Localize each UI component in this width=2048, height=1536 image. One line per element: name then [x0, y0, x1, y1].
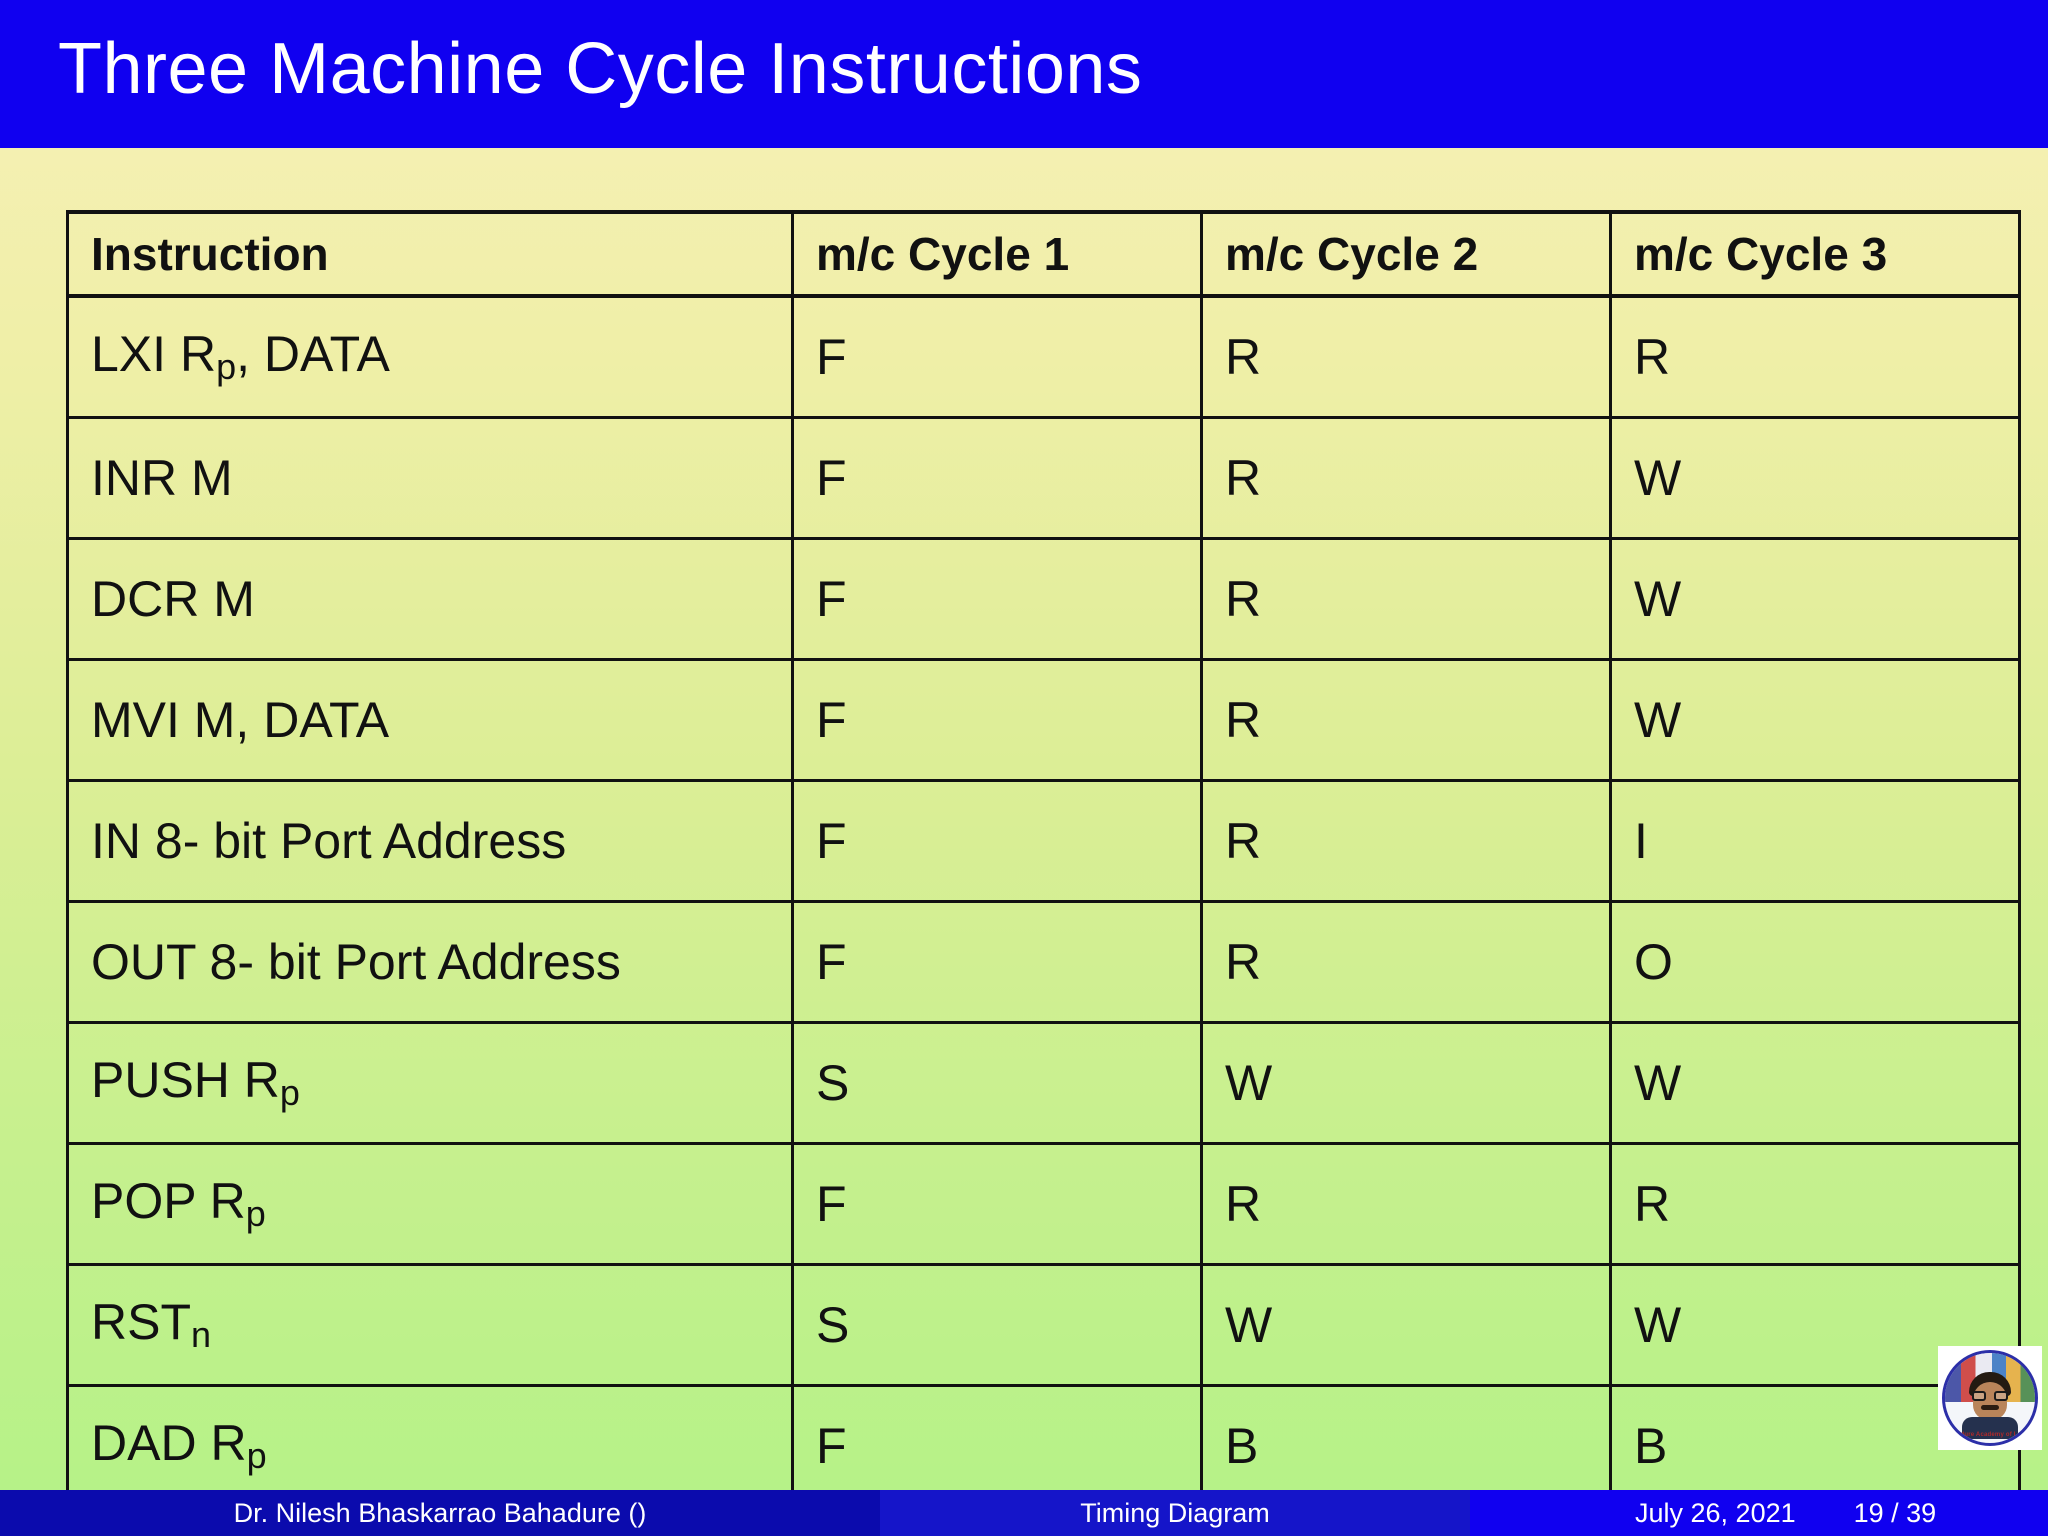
portrait-icon: [1962, 1372, 2018, 1440]
instruction-subscript: p: [245, 1192, 266, 1234]
cell-cycle-2: R: [1200, 659, 1612, 782]
cell-cycle-2: R: [1200, 1143, 1612, 1266]
cell-instruction: OUT 8- bit Port Address: [66, 901, 794, 1024]
instruction-base: PUSH R: [91, 1052, 280, 1109]
slide-title-bar: Three Machine Cycle Instructions: [0, 0, 2048, 148]
cell-cycle-3: W: [1609, 1022, 2021, 1145]
instructions-table-wrapper: Instruction m/c Cycle 1 m/c Cycle 2 m/c …: [66, 210, 2021, 1508]
instruction-subscript: p: [246, 1434, 267, 1476]
cell-cycle-1: F: [791, 780, 1203, 903]
cell-cycle-1: F: [791, 294, 1203, 419]
footer-page-number: 19 / 39: [1853, 1497, 1937, 1528]
cell-instruction: MVI M, DATA: [66, 659, 794, 782]
instruction-base: LXI R: [91, 326, 217, 383]
glasses-icon: [1972, 1391, 2008, 1402]
cell-instruction: INR M: [66, 417, 794, 540]
cell-cycle-1: F: [791, 1385, 1203, 1508]
column-header-cycle-2: m/c Cycle 2: [1200, 210, 1612, 298]
cell-cycle-1: S: [791, 1022, 1203, 1145]
three-machine-cycle-instructions-table: Instruction m/c Cycle 1 m/c Cycle 2 m/c …: [66, 210, 2021, 1508]
slide-footer: Dr. Nilesh Bhaskarrao Bahadure () Timing…: [0, 1490, 2048, 1536]
portrait-face: [1973, 1382, 2007, 1421]
instruction-base: DAD R: [91, 1415, 247, 1472]
instruction-tail: , DATA: [236, 326, 390, 383]
cell-cycle-2: R: [1200, 417, 1612, 540]
cell-cycle-1: F: [791, 901, 1203, 1024]
instruction-base: POP R: [91, 1173, 246, 1230]
cell-instruction: RSTn: [66, 1264, 794, 1387]
cell-cycle-2: W: [1200, 1264, 1612, 1387]
portrait-shirt: [1962, 1417, 2018, 1440]
footer-section: Timing Diagram: [880, 1490, 1470, 1536]
cell-instruction: POP Rp: [66, 1143, 794, 1266]
cell-instruction: LXI Rp, DATA: [66, 294, 794, 419]
cell-instruction: PUSH Rp: [66, 1022, 794, 1145]
instruction-base: RST: [91, 1294, 191, 1351]
footer-author: Dr. Nilesh Bhaskarrao Bahadure (): [0, 1490, 880, 1536]
cell-cycle-2: R: [1200, 901, 1612, 1024]
instruction-subscript: p: [216, 346, 237, 388]
logo-disc: Bahadure Academy of Learning: [1942, 1350, 2038, 1446]
cell-cycle-2: B: [1200, 1385, 1612, 1508]
table-header-row: Instruction m/c Cycle 1 m/c Cycle 2 m/c …: [66, 210, 2021, 298]
instruction-subscript: n: [191, 1313, 212, 1355]
cell-instruction: DCR M: [66, 538, 794, 661]
academy-logo: Bahadure Academy of Learning: [1938, 1346, 2042, 1450]
cell-cycle-3: W: [1609, 659, 2021, 782]
cell-cycle-1: S: [791, 1264, 1203, 1387]
cell-cycle-3: R: [1609, 294, 2021, 419]
cell-cycle-1: F: [791, 659, 1203, 782]
footer-date: July 26, 2021: [1635, 1497, 1796, 1528]
instruction-subscript: p: [279, 1071, 300, 1113]
cell-cycle-2: R: [1200, 294, 1612, 419]
column-header-cycle-3: m/c Cycle 3: [1609, 210, 2021, 298]
cell-cycle-2: R: [1200, 780, 1612, 903]
cell-cycle-1: F: [791, 417, 1203, 540]
cell-cycle-3: W: [1609, 538, 2021, 661]
logo-ring-text: Bahadure Academy of Learning: [1945, 1432, 2038, 1438]
column-header-instruction: Instruction: [66, 210, 794, 298]
cell-cycle-3: R: [1609, 1143, 2021, 1266]
cell-instruction: IN 8- bit Port Address: [66, 780, 794, 903]
cell-cycle-2: R: [1200, 538, 1612, 661]
cell-cycle-1: F: [791, 538, 1203, 661]
cell-cycle-3: I: [1609, 780, 2021, 903]
cell-cycle-2: W: [1200, 1022, 1612, 1145]
cell-instruction: DAD Rp: [66, 1385, 794, 1508]
page-title: Three Machine Cycle Instructions: [58, 29, 1143, 109]
column-header-cycle-1: m/c Cycle 1: [791, 210, 1203, 298]
cell-cycle-3: O: [1609, 901, 2021, 1024]
table-header: Instruction m/c Cycle 1 m/c Cycle 2 m/c …: [66, 210, 2021, 298]
cell-cycle-1: F: [791, 1143, 1203, 1266]
portrait-moustache: [1981, 1405, 1999, 1411]
footer-meta: July 26, 2021 19 / 39: [1470, 1490, 2048, 1536]
cell-cycle-3: W: [1609, 417, 2021, 540]
